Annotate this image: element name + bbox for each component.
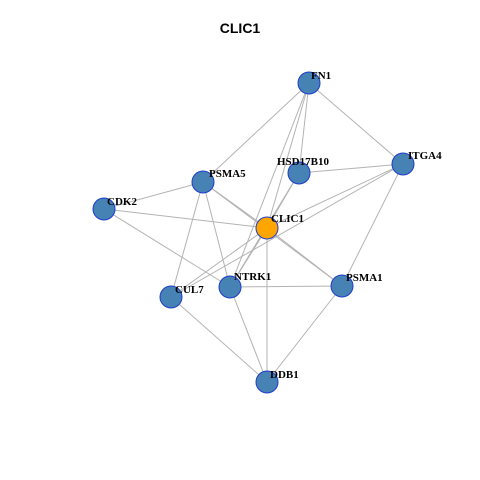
node-label-fn1: FN1 (311, 70, 331, 82)
node-circle-itga4 (391, 152, 415, 176)
node-ddb1: DDB1 (255, 369, 299, 394)
node-hsd17b10: HSD17B10 (277, 156, 329, 185)
edge-ntrk1-ddb1 (229, 286, 268, 383)
edge-fn1-clic1 (266, 82, 310, 229)
node-circle-cdk2 (92, 197, 116, 221)
node-psma5: PSMA5 (191, 168, 246, 194)
node-circle-clic1 (255, 216, 279, 240)
edge-cul7-ddb1 (170, 296, 268, 383)
edge-itga4-hsd17b10 (298, 163, 404, 174)
node-circle-psma1 (330, 274, 354, 298)
edge-itga4-psma1 (341, 163, 404, 287)
node-fn1: FN1 (297, 70, 331, 95)
node-label-psma1: PSMA1 (346, 272, 383, 284)
node-label-hsd17b10: HSD17B10 (277, 156, 329, 168)
edge-fn1-ntrk1 (229, 82, 310, 288)
node-label-clic1: CLIC1 (271, 213, 304, 225)
node-psma1: PSMA1 (330, 272, 383, 298)
edge-itga4-clic1 (266, 163, 404, 229)
edge-psma5-cdk2 (103, 181, 204, 210)
edge-layer (103, 82, 404, 383)
node-circle-fn1 (297, 71, 321, 95)
node-label-cdk2: CDK2 (107, 196, 137, 208)
node-circle-psma5 (191, 170, 215, 194)
node-label-cul7: CUL7 (175, 284, 204, 296)
node-label-itga4: ITGA4 (408, 150, 442, 162)
edge-fn1-hsd17b10 (298, 82, 310, 174)
edge-cdk2-ntrk1 (103, 208, 231, 288)
node-circle-ntrk1 (218, 275, 242, 299)
edge-clic1-psma1 (266, 227, 343, 287)
node-ntrk1: NTRK1 (218, 271, 271, 299)
node-cul7: CUL7 (159, 284, 204, 309)
node-clic1: CLIC1 (255, 213, 304, 240)
edge-clic1-cul7 (170, 227, 268, 298)
node-circle-ddb1 (255, 370, 279, 394)
node-circle-cul7 (159, 285, 183, 309)
edge-psma1-ddb1 (266, 285, 343, 383)
edge-clic1-ntrk1 (229, 227, 268, 288)
edge-fn1-itga4 (308, 82, 404, 165)
node-cdk2: CDK2 (92, 196, 137, 221)
edge-fn1-psma5 (202, 82, 310, 183)
edge-ntrk1-psma1 (229, 285, 343, 288)
graph-title: CLIC1 (219, 20, 261, 36)
node-label-ntrk1: NTRK1 (234, 271, 271, 283)
node-itga4: ITGA4 (391, 150, 442, 176)
edge-cdk2-clic1 (103, 208, 268, 229)
node-circle-hsd17b10 (287, 161, 311, 185)
edge-psma5-ntrk1 (202, 181, 231, 288)
node-label-psma5: PSMA5 (209, 168, 246, 180)
node-label-ddb1: DDB1 (270, 369, 299, 381)
edge-psma5-cul7 (170, 181, 204, 298)
